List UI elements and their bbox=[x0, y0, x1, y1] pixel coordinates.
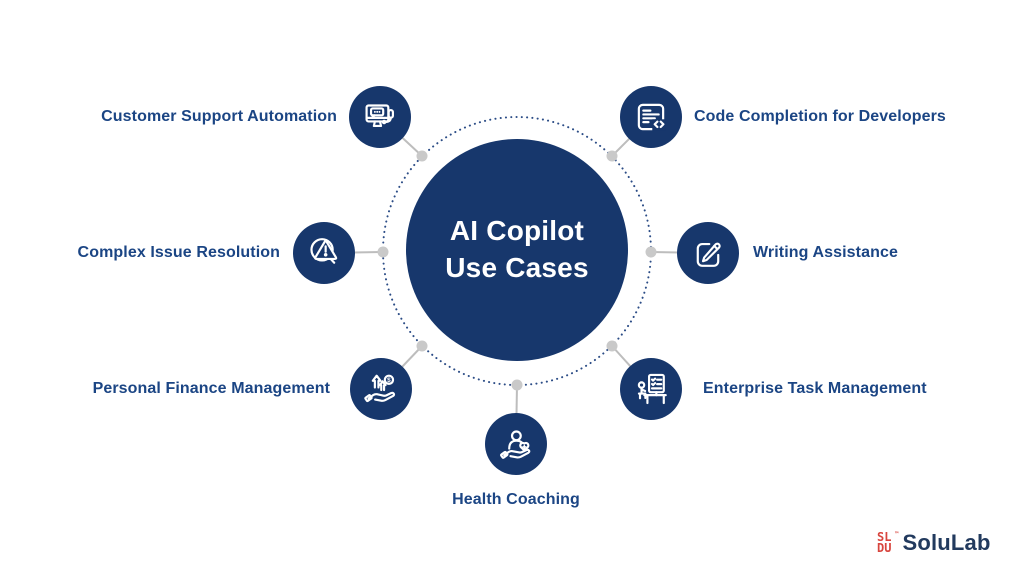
svg-text:$: $ bbox=[387, 377, 391, 384]
magnifier-warning-icon bbox=[310, 238, 338, 264]
node-enterprise-task bbox=[620, 358, 682, 420]
solulab-logo-text: SoluLab bbox=[902, 530, 991, 555]
node-complex-issue bbox=[293, 222, 355, 284]
node-customer-support bbox=[349, 86, 411, 148]
support-monitor-chat-icon bbox=[365, 104, 394, 128]
label-complex-issue: Complex Issue Resolution bbox=[77, 244, 280, 261]
desk-checklist-icon bbox=[637, 373, 667, 405]
node-health-coaching bbox=[485, 413, 547, 475]
hand-person-heart-icon bbox=[500, 430, 531, 459]
label-health-coaching: Health Coaching bbox=[452, 491, 580, 508]
label-customer-support: Customer Support Automation bbox=[101, 108, 337, 125]
diagram-title-line1: AI Copilot bbox=[449, 215, 585, 247]
diagram-title-line2: Use Cases bbox=[445, 252, 589, 283]
connector-dots bbox=[377, 150, 657, 391]
pencil-edit-icon bbox=[696, 242, 721, 267]
node-code-completion bbox=[620, 86, 682, 148]
hand-money-growth-icon: $ bbox=[364, 374, 396, 403]
node-writing-assistance bbox=[677, 222, 739, 284]
label-personal-finance: Personal Finance Management bbox=[92, 380, 330, 397]
label-enterprise-task: Enterprise Task Management bbox=[703, 380, 927, 397]
label-writing-assistance: Writing Assistance bbox=[753, 244, 898, 261]
code-document-icon bbox=[637, 103, 666, 131]
solulab-logo: ™ SL DU SoluLab bbox=[877, 530, 991, 556]
center-circle: AI Copilot Use Cases bbox=[406, 139, 628, 361]
node-personal-finance: $ bbox=[350, 358, 412, 420]
solulab-logo-mark-icon: ™ SL DU bbox=[877, 530, 899, 555]
label-code-completion: Code Completion for Developers bbox=[694, 108, 946, 125]
